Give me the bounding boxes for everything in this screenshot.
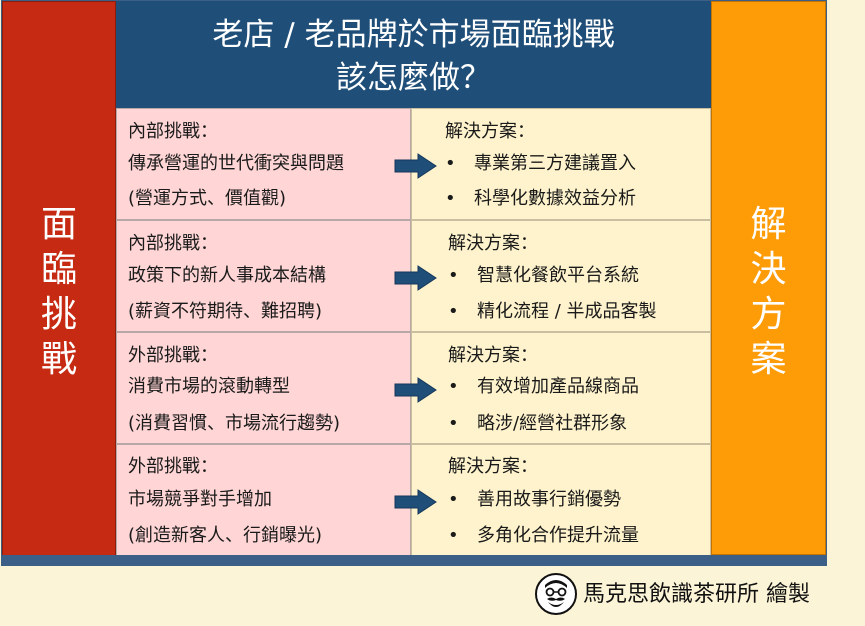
solution-title: 解決方案：: [448, 456, 538, 477]
title-header: 老店 / 老品牌於市場面臨挑戰 該怎麼做？: [116, 1, 711, 108]
bullet-icon: •: [445, 188, 456, 209]
challenge-detail: (薪資不符期待、難招聘): [128, 301, 323, 322]
solution-item: 善用故事行銷優勢: [477, 489, 621, 510]
solution-cell: 解決方案： • 善用故事行銷優勢 • 多角化合作提升流量: [411, 444, 711, 556]
bullet-icon: •: [448, 376, 459, 397]
challenge-detail: (營運方式、價值觀): [128, 188, 287, 209]
solution-title: 解決方案：: [448, 233, 538, 254]
challenges-column: 面 臨 挑 戰: [2, 1, 116, 566]
solutions-label-char: 案: [750, 339, 787, 380]
challenge-detail: (消費習慣、市場流行趨勢): [128, 413, 341, 434]
challenge-detail: (創造新客人、行銷曝光): [128, 525, 323, 546]
challenge-text: 政策下的新人事成本結構: [128, 265, 326, 286]
challenge-row: 外部挑戰： 消費市場的滾動轉型 (消費習慣、市場流行趨勢) 解決方案： • 有效…: [116, 332, 711, 444]
solution-cell: 解決方案： • 智慧化餐飲平台系統 • 精化流程 / 半成品客製: [411, 220, 711, 332]
solution-item: 專業第三方建議置入: [474, 153, 636, 174]
challenge-text: 市場競爭對手增加: [128, 489, 272, 510]
challenge-type: 外部挑戰：: [128, 456, 218, 477]
solutions-label: 解 決 方 案: [712, 202, 825, 382]
challenge-row: 內部挑戰： 政策下的新人事成本結構 (薪資不符期待、難招聘) 解決方案： • 智…: [116, 220, 711, 332]
solution-item: 多角化合作提升流量: [477, 525, 639, 546]
solution-cell: 解決方案： • 有效增加產品線商品 • 略涉/經營社群形象: [411, 332, 711, 444]
challenge-row: 內部挑戰： 傳承營運的世代衝突與問題 (營運方式、價值觀) 解決方案： • 專業…: [116, 108, 711, 220]
challenge-row: 外部挑戰： 市場競爭對手增加 (創造新客人、行銷曝光) 解決方案： • 善用故事…: [116, 444, 711, 556]
challenge-cell: 外部挑戰： 市場競爭對手增加 (創造新客人、行銷曝光): [116, 444, 411, 556]
solution-title: 解決方案：: [445, 121, 535, 142]
bullet-icon: •: [448, 265, 459, 286]
challenges-label-char: 臨: [40, 249, 77, 290]
bullet-icon: •: [448, 301, 459, 322]
bullet-icon: •: [448, 489, 459, 510]
challenge-cell: 內部挑戰： 傳承營運的世代衝突與問題 (營運方式、價值觀): [116, 108, 411, 220]
solutions-label-char: 解: [750, 204, 787, 245]
right-arrow-icon: [394, 265, 437, 291]
challenge-cell: 外部挑戰： 消費市場的滾動轉型 (消費習慣、市場流行趨勢): [116, 332, 411, 444]
bullet-icon: •: [445, 153, 456, 174]
solutions-column: 解 決 方 案: [711, 1, 826, 555]
solutions-label-char: 決: [750, 249, 787, 290]
solution-item: 有效增加產品線商品: [477, 376, 639, 397]
solutions-label-char: 方: [750, 294, 787, 335]
mustache-man-logo-icon: [535, 573, 577, 615]
challenge-type: 內部挑戰：: [128, 233, 218, 254]
challenge-cell: 內部挑戰： 政策下的新人事成本結構 (薪資不符期待、難招聘): [116, 220, 411, 332]
challenges-label-char: 戰: [40, 339, 77, 380]
challenge-text: 傳承營運的世代衝突與問題: [128, 153, 344, 174]
bullet-icon: •: [448, 525, 459, 546]
solution-item: 智慧化餐飲平台系統: [477, 265, 639, 286]
bottom-bar: [1, 555, 827, 566]
solution-item: 精化流程 / 半成品客製: [477, 301, 657, 322]
challenges-label: 面 臨 挑 戰: [3, 202, 115, 382]
challenge-type: 內部挑戰：: [128, 121, 218, 142]
challenges-label-char: 面: [40, 204, 77, 245]
solution-cell: 解決方案： • 專業第三方建議置入 • 科學化數據效益分析: [411, 108, 711, 220]
right-arrow-icon: [394, 489, 437, 515]
challenges-label-char: 挑: [40, 294, 77, 335]
solution-item: 科學化數據效益分析: [474, 188, 636, 209]
solution-title: 解決方案：: [448, 345, 538, 366]
right-arrow-icon: [394, 153, 437, 179]
bullet-icon: •: [448, 413, 459, 434]
title-line-1: 老店 / 老品牌於市場面臨挑戰: [212, 17, 615, 53]
challenge-text: 消費市場的滾動轉型: [128, 376, 290, 397]
title-line-2: 該怎麼做？: [336, 60, 491, 96]
challenge-type: 外部挑戰：: [128, 345, 218, 366]
credit-text: 馬克思飲識茶研所 繪製: [583, 582, 810, 607]
right-arrow-icon: [394, 377, 437, 403]
solution-item: 略涉/經營社群形象: [477, 413, 628, 434]
